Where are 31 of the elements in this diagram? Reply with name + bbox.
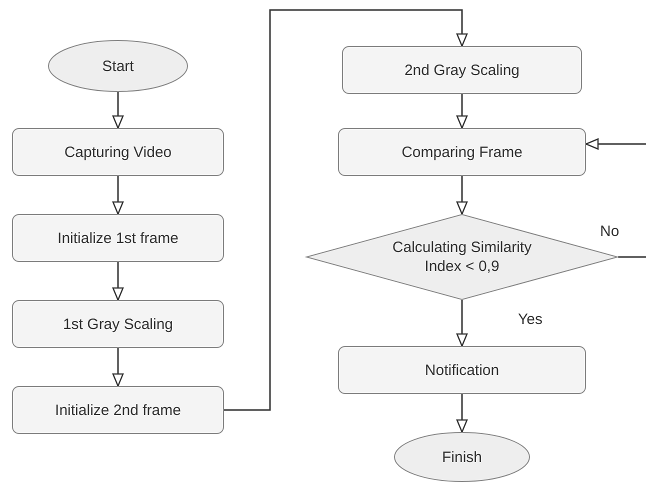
process-box: [338, 346, 586, 394]
node-label: Start: [102, 56, 134, 76]
decision-diamond: [306, 214, 618, 300]
arrow: [456, 394, 468, 433]
arrow: [456, 300, 468, 347]
process-box: [12, 128, 224, 176]
arrow: [112, 262, 124, 301]
process-box: [338, 128, 586, 176]
node-label: Initialize 1st frame: [58, 228, 178, 248]
arrow: [585, 138, 646, 150]
arrow: [224, 9, 468, 411]
node-label: Finish: [442, 448, 482, 466]
connector-line: [618, 256, 646, 258]
node-label: Notification: [424, 360, 500, 380]
node-label: Initialize 2nd frame: [55, 400, 181, 420]
arrow: [456, 176, 468, 215]
node-label: Comparing Frame: [402, 142, 522, 162]
terminal-oval: [394, 432, 530, 482]
process-box: [12, 386, 224, 434]
arrow: [456, 94, 468, 129]
node-label: 1st Gray Scaling: [62, 314, 174, 334]
process-box: [12, 214, 224, 262]
terminal-oval: [48, 40, 188, 92]
process-box: [12, 300, 224, 348]
arrow: [112, 176, 124, 215]
node-label: Calculating Similarity Index < 0,9: [391, 238, 533, 276]
node-label: 2nd Gray Scaling: [404, 60, 520, 80]
arrow: [112, 348, 124, 387]
process-box: [342, 46, 582, 94]
arrow: [112, 92, 124, 129]
node-label: Capturing Video: [64, 142, 172, 162]
